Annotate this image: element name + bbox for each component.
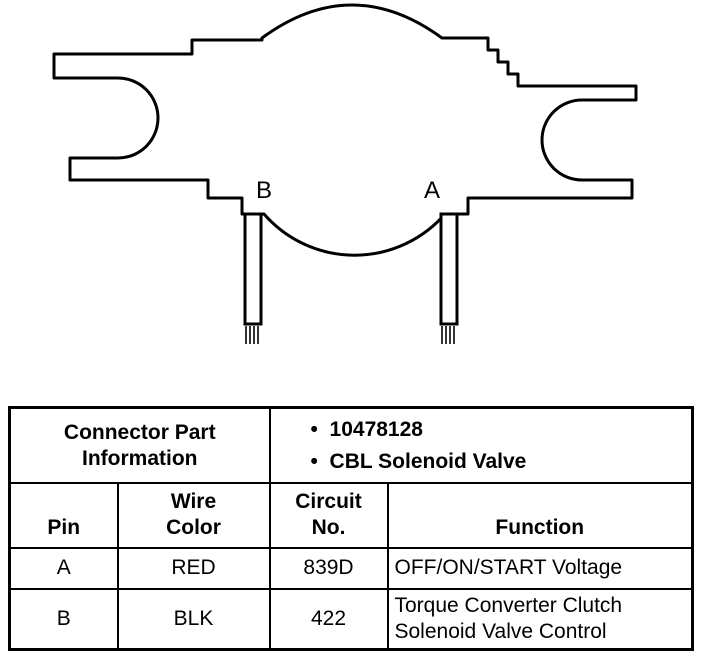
- cell-wire-color: BLK: [116, 587, 271, 651]
- pin-b-wire-strands: [245, 326, 259, 344]
- connector-info-row: Connector Part Information • 10478128 • …: [8, 406, 694, 485]
- connector-info-list: • 10478128 • CBL Solenoid Valve: [268, 406, 694, 485]
- info-label-line2: Information: [82, 446, 198, 470]
- connector-info-label: Connector Part Information: [8, 406, 271, 485]
- pin-a-wire-strands: [441, 326, 455, 344]
- header-pin: Pin: [8, 482, 119, 550]
- cell-function: OFF/ON/START Voltage: [386, 547, 694, 590]
- pin-b-lead: [243, 212, 263, 326]
- connector-diagram: B A: [52, 3, 638, 344]
- cell-pin: B: [8, 587, 119, 651]
- cell-pin: A: [8, 547, 119, 590]
- info-item: • CBL Solenoid Valve: [310, 449, 527, 473]
- pin-label-b: B: [256, 177, 272, 204]
- part-number: 10478128: [329, 417, 423, 441]
- cell-circuit: 839D: [268, 547, 389, 590]
- header-function: Function: [386, 482, 694, 550]
- connector-body: [52, 3, 638, 257]
- info-item: • 10478128: [310, 417, 423, 441]
- pin-label-a: A: [424, 177, 440, 204]
- connector-pin-table: Connector Part Information • 10478128 • …: [8, 406, 694, 651]
- cell-circuit: 422: [268, 587, 389, 651]
- part-description: CBL Solenoid Valve: [329, 449, 527, 473]
- info-label-line1: Connector Part: [63, 420, 216, 444]
- pin-a-lead: [439, 212, 459, 326]
- cell-wire-color: RED: [116, 547, 271, 590]
- table-row: A RED 839D OFF/ON/START Voltage: [8, 547, 694, 590]
